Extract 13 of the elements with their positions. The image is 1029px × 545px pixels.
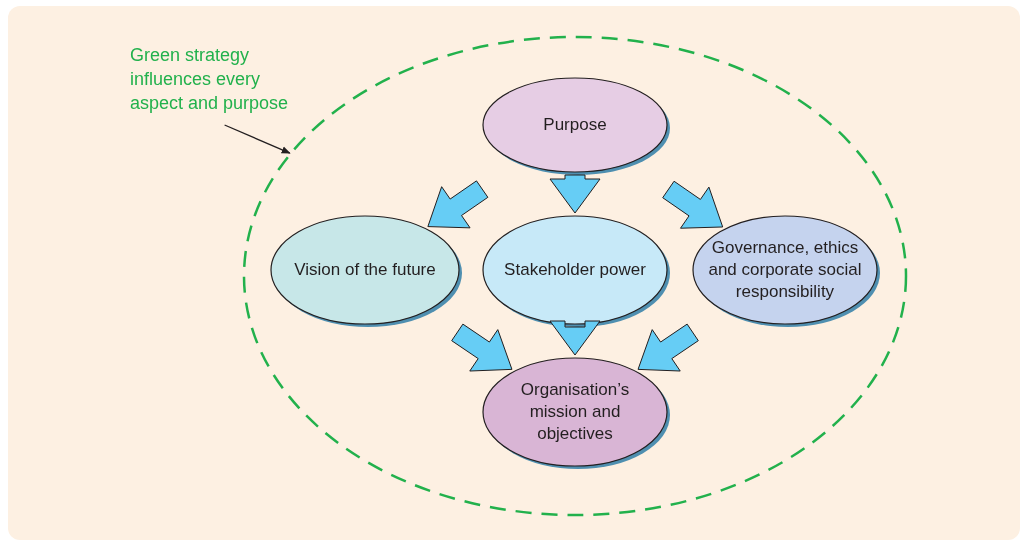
block-arrow xyxy=(549,320,601,356)
node-label: Stakeholder power xyxy=(504,259,646,281)
leader-arrow xyxy=(223,124,291,154)
node-label: Organisation’s mission and objectives xyxy=(519,379,631,445)
block-arrow xyxy=(549,174,601,214)
block-arrow xyxy=(427,180,489,229)
block-arrow xyxy=(451,323,513,372)
node-label: Purpose xyxy=(543,114,607,136)
node-label: Vision of the future xyxy=(294,259,436,281)
annotation-text: Green strategy influences every aspect and purpose xyxy=(130,44,290,115)
node-label: Governance, ethics and corporate social responsibility xyxy=(708,237,862,303)
block-arrow xyxy=(637,323,699,372)
block-arrow xyxy=(662,180,724,229)
